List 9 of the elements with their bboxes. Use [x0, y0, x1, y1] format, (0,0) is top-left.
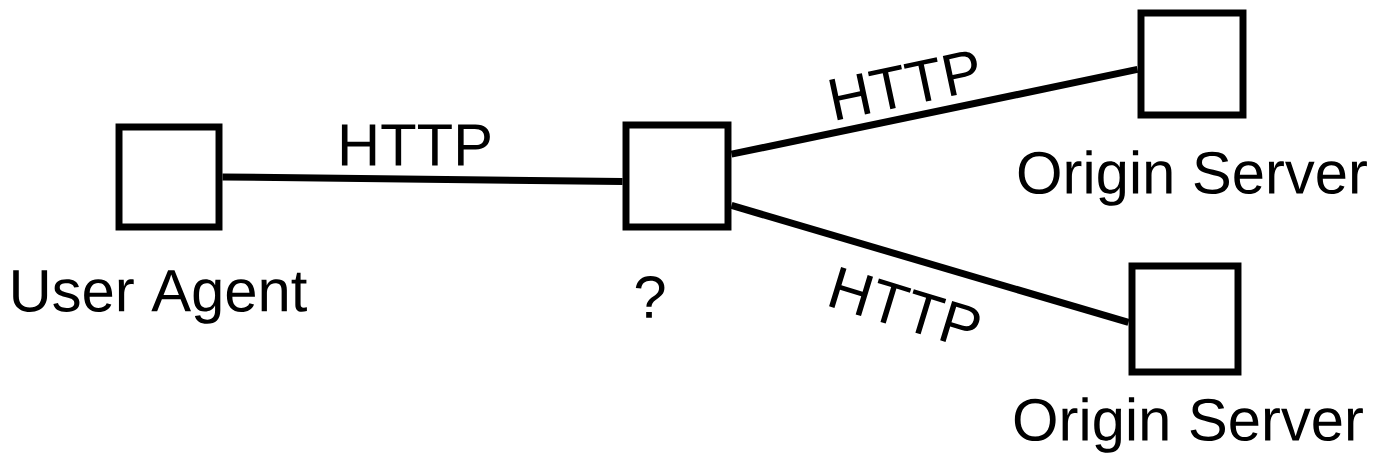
node-label: Origin Server — [1018, 150, 1367, 206]
node-label: ? — [635, 276, 665, 318]
connector-line — [730, 66, 1139, 158]
connector-line — [730, 202, 1130, 326]
node-label: Origin Server — [1014, 397, 1363, 453]
edge-label: HTTP — [829, 266, 980, 342]
node-label: User Agent — [13, 270, 307, 324]
edge-label: HTTP — [829, 51, 977, 121]
edge-label: HTTP — [341, 124, 490, 166]
